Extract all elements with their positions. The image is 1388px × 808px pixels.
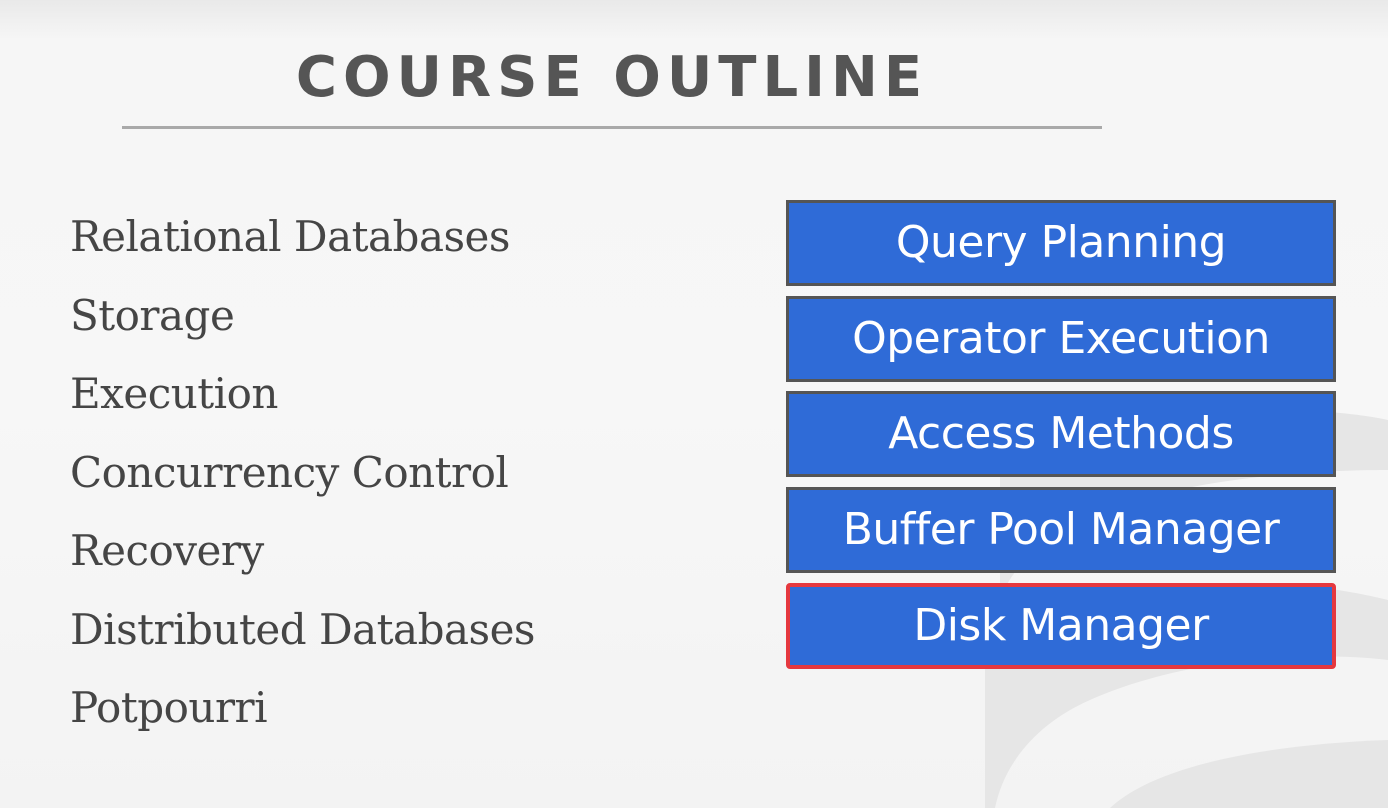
layer-access-methods: Access Methods [786,391,1336,477]
topic-item-concurrency-control: Concurrency Control [70,447,509,497]
topic-list: Relational Databases Storage Execution C… [70,203,535,753]
topic-item-distributed-databases: Distributed Databases [70,604,535,654]
topic-item-potpourri: Potpourri [70,683,268,732]
topic-item-relational-databases: Relational Databases [70,212,510,261]
title-divider [122,126,1102,129]
layer-buffer-pool-manager: Buffer Pool Manager [786,487,1336,573]
topic-item-execution: Execution [70,369,278,418]
topic-item-storage: Storage [70,290,235,340]
slide-title: COURSE OUTLINE [295,45,929,110]
layer-operator-execution: Operator Execution [786,296,1336,382]
layer-query-planning: Query Planning [786,200,1336,286]
topic-item-recovery: Recovery [70,526,264,575]
layer-disk-manager-highlighted: Disk Manager [786,583,1336,669]
